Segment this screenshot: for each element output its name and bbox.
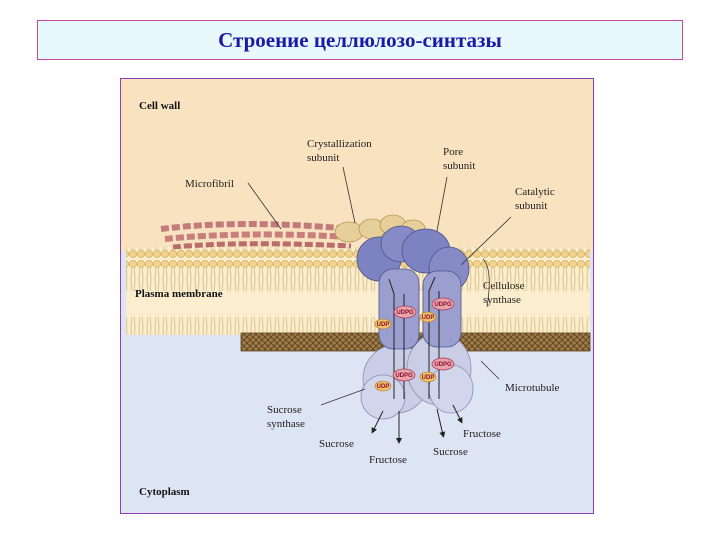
pore-label: Pore [443, 146, 463, 158]
svg-text:UDPG: UDPG [434, 362, 452, 368]
cellulose-synthase-label: Cellulose [483, 280, 525, 292]
svg-text:UDP: UDP [422, 375, 435, 381]
svg-text:UDP: UDP [377, 322, 390, 328]
pore-label-2: subunit [443, 160, 475, 172]
fructose-left-label: Fructose [369, 454, 407, 466]
diagram-frame: UDPG UDP UDPG UDP UDPG UDP UDPG UDP [120, 78, 594, 514]
cellulose-synthase-label-2: synthase [483, 294, 521, 306]
microfibril [160, 221, 352, 250]
svg-text:UDPG: UDPG [434, 302, 452, 308]
cytoplasm-label: Cytoplasm [139, 486, 190, 498]
cellulose-synthase-upper [356, 225, 470, 350]
sucrose-synthase-label: Sucrose [267, 404, 302, 416]
title-banner: Строение целлюлозо-синтазы [37, 20, 683, 60]
microfibril-label: Microfibril [185, 178, 234, 190]
cell-wall-label: Cell wall [139, 100, 180, 112]
leader-lines [247, 166, 512, 406]
fructose-right-label: Fructose [463, 428, 501, 440]
svg-text:UDPG: UDPG [395, 373, 413, 379]
plasma-membrane-label: Plasma membrane [135, 288, 223, 300]
udpg-marker-2: UDPG [431, 297, 455, 311]
svg-text:UDP: UDP [422, 315, 435, 321]
udpg-marker-4: UDPG [431, 357, 455, 371]
udpg-marker-1: UDPG [393, 305, 417, 319]
svg-text:UDP: UDP [377, 384, 390, 390]
udp-marker-3: UDP [374, 380, 392, 392]
crystallization-label: Crystallization [307, 138, 372, 150]
cellulose-synthase-diagram: UDPG UDP UDPG UDP UDPG UDP UDPG UDP [121, 79, 593, 513]
udp-marker-1: UDP [374, 318, 392, 330]
svg-text:UDPG: UDPG [396, 310, 414, 316]
udpg-marker-3: UDPG [392, 368, 416, 382]
catalytic-label-2: subunit [515, 200, 547, 212]
sucrose-left-label: Sucrose [319, 438, 354, 450]
cell-wall-region [121, 79, 593, 251]
sucrose-synthase-label-2: synthase [267, 418, 305, 430]
udp-marker-2: UDP [419, 311, 437, 323]
sucrose-right-label: Sucrose [433, 446, 468, 458]
crystallization-label-2: subunit [307, 152, 339, 164]
page-title: Строение целлюлозо-синтазы [218, 27, 502, 52]
microtubule-label: Microtubule [505, 382, 559, 394]
udp-marker-4: UDP [419, 371, 437, 383]
product-arrows [371, 404, 463, 444]
catalytic-label: Catalytic [515, 186, 555, 198]
